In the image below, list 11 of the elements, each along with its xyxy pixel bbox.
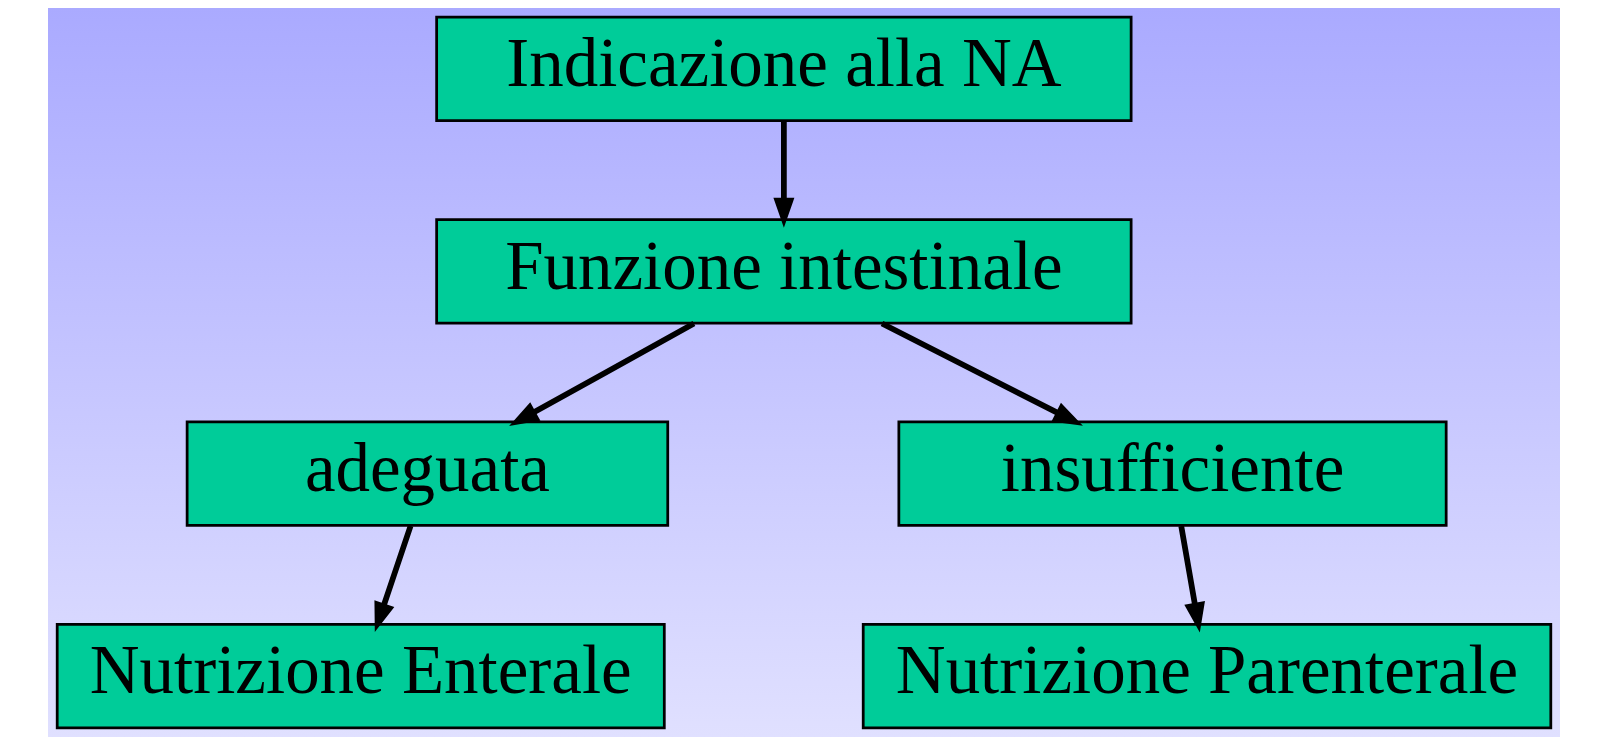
node-box: Funzione intestinale xyxy=(435,218,1133,325)
arrow xyxy=(509,321,696,427)
arrow xyxy=(773,121,795,228)
arrow xyxy=(880,320,1083,426)
node-box: Nutrizione Parenterale xyxy=(861,622,1553,730)
node-box: Indicazione alla NA xyxy=(435,15,1133,123)
node-box: adeguata xyxy=(185,420,670,527)
node-box: Nutrizione Enterale xyxy=(55,622,666,730)
arrow xyxy=(374,524,414,633)
arrow xyxy=(1178,525,1205,633)
node-box: insufficiente xyxy=(897,420,1448,527)
